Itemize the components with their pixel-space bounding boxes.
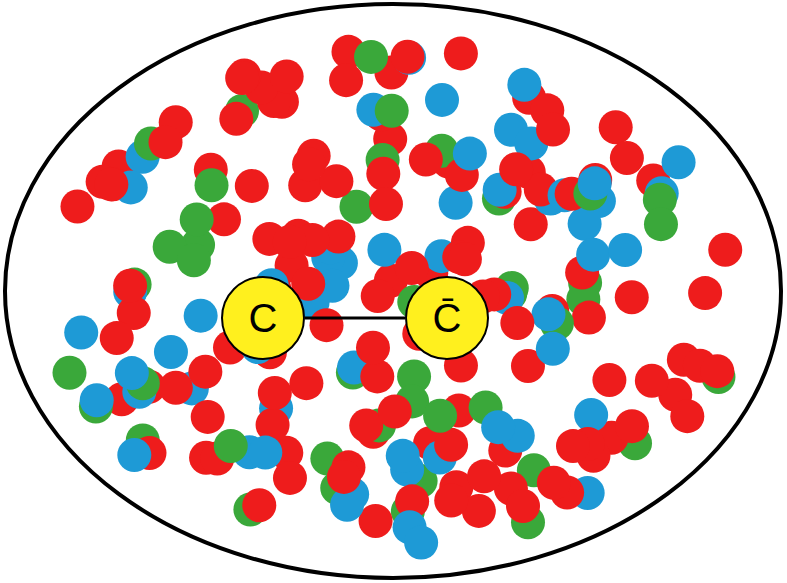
parton-dot	[423, 399, 457, 433]
parton-dot	[662, 145, 696, 179]
parton-dot	[531, 297, 565, 331]
bond-line	[305, 317, 405, 320]
parton-dot	[592, 363, 626, 397]
parton-dot	[700, 354, 734, 388]
parton-dot	[409, 143, 443, 177]
parton-dot	[578, 166, 612, 200]
parton-dot	[360, 359, 394, 393]
parton-dot	[574, 398, 608, 432]
parton-dot	[115, 356, 149, 390]
parton-dot	[356, 331, 390, 365]
parton-dot	[576, 238, 610, 272]
parton-dot	[64, 316, 98, 350]
fireball-outline	[5, 4, 781, 578]
parton-dot	[195, 168, 229, 202]
parton-dot	[608, 233, 642, 267]
parton-dot	[60, 189, 94, 223]
parton-dot	[386, 439, 420, 473]
parton-dot	[536, 113, 570, 147]
parton-dot	[635, 364, 669, 398]
parton-dot	[500, 306, 534, 340]
parton-dot	[273, 461, 307, 495]
parton-dot	[499, 152, 533, 186]
parton-dot	[481, 410, 515, 444]
parton-dot	[391, 40, 425, 74]
parton-dot	[610, 141, 644, 175]
parton-dot	[117, 438, 151, 472]
parton-dot	[369, 187, 403, 221]
parton-dot	[568, 207, 602, 241]
parton-dot	[359, 504, 393, 538]
parton-dot	[242, 488, 276, 522]
parton-dot	[366, 157, 400, 191]
parton-dot	[444, 36, 478, 70]
parton-dot	[329, 63, 363, 97]
quark-symbol: C̄	[433, 298, 462, 338]
parton-dot	[536, 332, 570, 366]
circle-fill	[406, 277, 488, 359]
parton-dot	[434, 483, 468, 517]
parton-dot	[258, 376, 292, 410]
parton-dot	[425, 83, 459, 117]
parton-dot	[615, 409, 649, 443]
parton-dot	[448, 242, 482, 276]
parton-dot	[599, 110, 633, 144]
parton-dot	[708, 233, 742, 267]
parton-dot	[537, 466, 571, 500]
parton-dot	[289, 366, 323, 400]
parton-dot	[453, 137, 487, 171]
parton-dot	[615, 280, 649, 314]
circle-fill	[222, 277, 304, 359]
parton-dot	[310, 308, 344, 342]
parton-dot	[273, 225, 307, 259]
parton-dot	[191, 400, 225, 434]
parton-dot	[248, 436, 282, 470]
parton-dot	[154, 335, 188, 369]
parton-dot	[100, 321, 134, 355]
parton-dots	[53, 35, 743, 560]
parton-dot	[53, 356, 87, 390]
parton-dot	[361, 279, 395, 313]
parton-dot	[354, 40, 388, 74]
parton-dot	[572, 301, 606, 335]
parton-dot	[644, 207, 678, 241]
quark-circle: C	[221, 276, 305, 360]
parton-dot	[270, 60, 304, 94]
parton-dot	[113, 269, 147, 303]
parton-dot	[180, 202, 214, 236]
parton-dot	[434, 428, 468, 462]
parton-dot	[188, 355, 222, 389]
parton-dot	[177, 243, 211, 277]
parton-dot	[184, 299, 218, 333]
parton-dot	[292, 147, 326, 181]
quark-symbol: C	[249, 298, 278, 338]
parton-dot	[688, 276, 722, 310]
parton-dot	[159, 371, 193, 405]
parton-dot	[214, 429, 248, 463]
parton-dot	[225, 61, 259, 95]
parton-dot	[80, 383, 114, 417]
parton-dot	[378, 395, 412, 429]
parton-dot	[670, 399, 704, 433]
parton-dot	[94, 167, 128, 201]
parton-dot	[235, 169, 269, 203]
parton-dot	[395, 251, 429, 285]
parton-dot	[506, 489, 540, 523]
quark-circle: C̄	[405, 276, 489, 360]
parton-dot	[404, 526, 438, 560]
parton-dot	[556, 429, 590, 463]
parton-dot	[149, 125, 183, 159]
parton-dot	[219, 102, 253, 136]
parton-dot	[327, 460, 361, 494]
parton-dot	[507, 68, 541, 102]
parton-dot	[375, 94, 409, 128]
